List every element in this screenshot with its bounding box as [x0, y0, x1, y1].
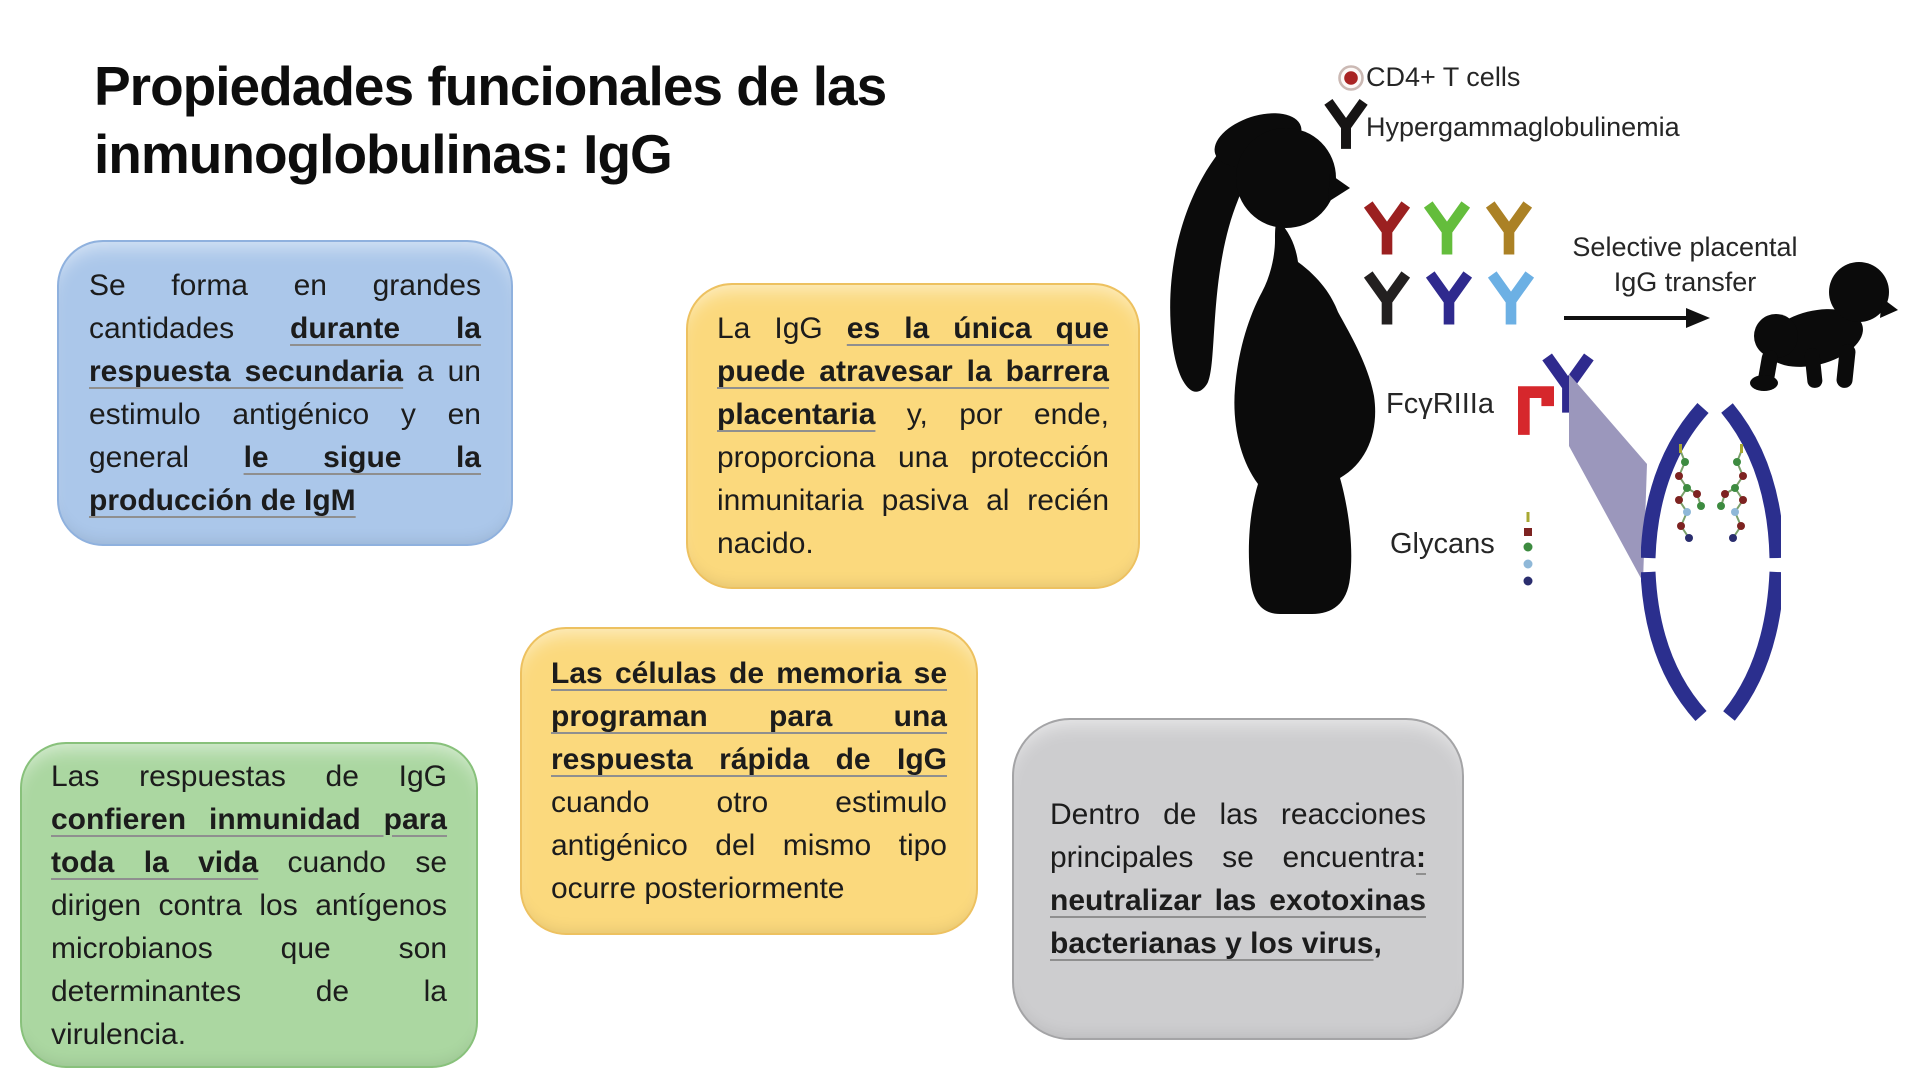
text-box-content: Se forma en grandes cantidades durante l…	[89, 264, 481, 522]
text-segment: Las respuestas de IgG	[51, 759, 447, 793]
cd4-cell-icon	[1338, 65, 1364, 91]
page-title: Propiedades funcionales de las inmunoglo…	[94, 52, 994, 188]
zoom-beam-shape	[1569, 374, 1647, 582]
text-box-content: La IgG es la única que puede atravesar l…	[717, 307, 1109, 565]
text-box-memory-cells: Las células de memoria se programan para…	[520, 627, 978, 935]
text-box-main-reactions: Dentro de las reacciones principales se …	[1012, 718, 1464, 1040]
antibody-navy-icon	[1424, 268, 1474, 326]
text-box-lifelong-immunity: Las respuestas de IgG confieren inmunida…	[20, 742, 478, 1068]
title-line-1: Propiedades funcionales de las	[94, 55, 887, 117]
antibody-lightblue-icon	[1486, 268, 1536, 326]
text-segment: confieren inmunidad para toda la vida	[51, 802, 447, 879]
glycans-label: Glycans	[1390, 528, 1495, 560]
text-segment: a un estimulo antigénico y en general	[89, 355, 481, 474]
antibody-darkred-icon	[1362, 198, 1412, 256]
fc-receptor-icon	[1518, 386, 1554, 435]
text-segment: : neutralizar las exotoxinas bacterianas…	[1050, 841, 1426, 960]
text-segment: cuando otro estimulo antigénico del mism…	[551, 786, 947, 905]
text-box-placental-barrier: La IgG es la única que puede atravesar l…	[686, 283, 1140, 589]
antibody-gold-icon	[1484, 198, 1534, 256]
text-segment: Dentro de las reacciones principales se …	[1050, 798, 1426, 874]
text-segment: Las células de memoria se programan para…	[551, 657, 947, 776]
glycan-tree	[1675, 444, 1705, 542]
baby-silhouette-icon	[1750, 262, 1898, 391]
text-box-content: Dentro de las reacciones principales se …	[1050, 793, 1426, 965]
text-segment: La IgG	[717, 312, 847, 345]
legend-cd4-label: CD4+ T cells	[1366, 62, 1521, 92]
legend-hypergammaglobulinemia-label: Hypergammaglobulinemia	[1366, 112, 1680, 142]
transfer-arrow-icon	[1564, 308, 1710, 328]
text-segment: le sigue la producción de IgM	[89, 441, 481, 517]
text-segment: durante la respuesta secundaria	[89, 312, 481, 388]
selective-placental-transfer-label: Selective placental IgG transfer	[1540, 230, 1830, 300]
transfer-label-line-2: IgG transfer	[1613, 267, 1757, 297]
text-segment: cuando se dirigen contra los antígenos m…	[51, 845, 448, 1051]
antibody-black-icon	[1322, 96, 1370, 150]
antibody-green-icon	[1422, 198, 1472, 256]
glycans-legend-icon	[1523, 512, 1533, 586]
fc-region-lens-diagram	[1641, 402, 1781, 722]
transfer-label-line-1: Selective placental	[1572, 232, 1798, 262]
text-segment: es la única que puede atravesar la barre…	[717, 312, 1109, 431]
antibody-black-row-icon	[1362, 268, 1412, 326]
text-segment: y, por ende, proporciona una protección …	[717, 398, 1109, 560]
fcgriiia-label: FcγRIIIa	[1386, 388, 1494, 420]
glycan-tree	[1717, 444, 1747, 542]
title-line-2: inmunoglobulinas: IgG	[94, 123, 673, 185]
text-box-content: Las células de memoria se programan para…	[551, 652, 947, 910]
pregnant-woman-silhouette-icon	[1170, 113, 1376, 614]
text-box-content: Las respuestas de IgG confieren inmunida…	[51, 755, 447, 1056]
text-box-secondary-response: Se forma en grandes cantidades durante l…	[57, 240, 513, 546]
text-segment: Se forma en grandes cantidades	[89, 269, 481, 345]
text-segment: ,	[1373, 927, 1382, 960]
